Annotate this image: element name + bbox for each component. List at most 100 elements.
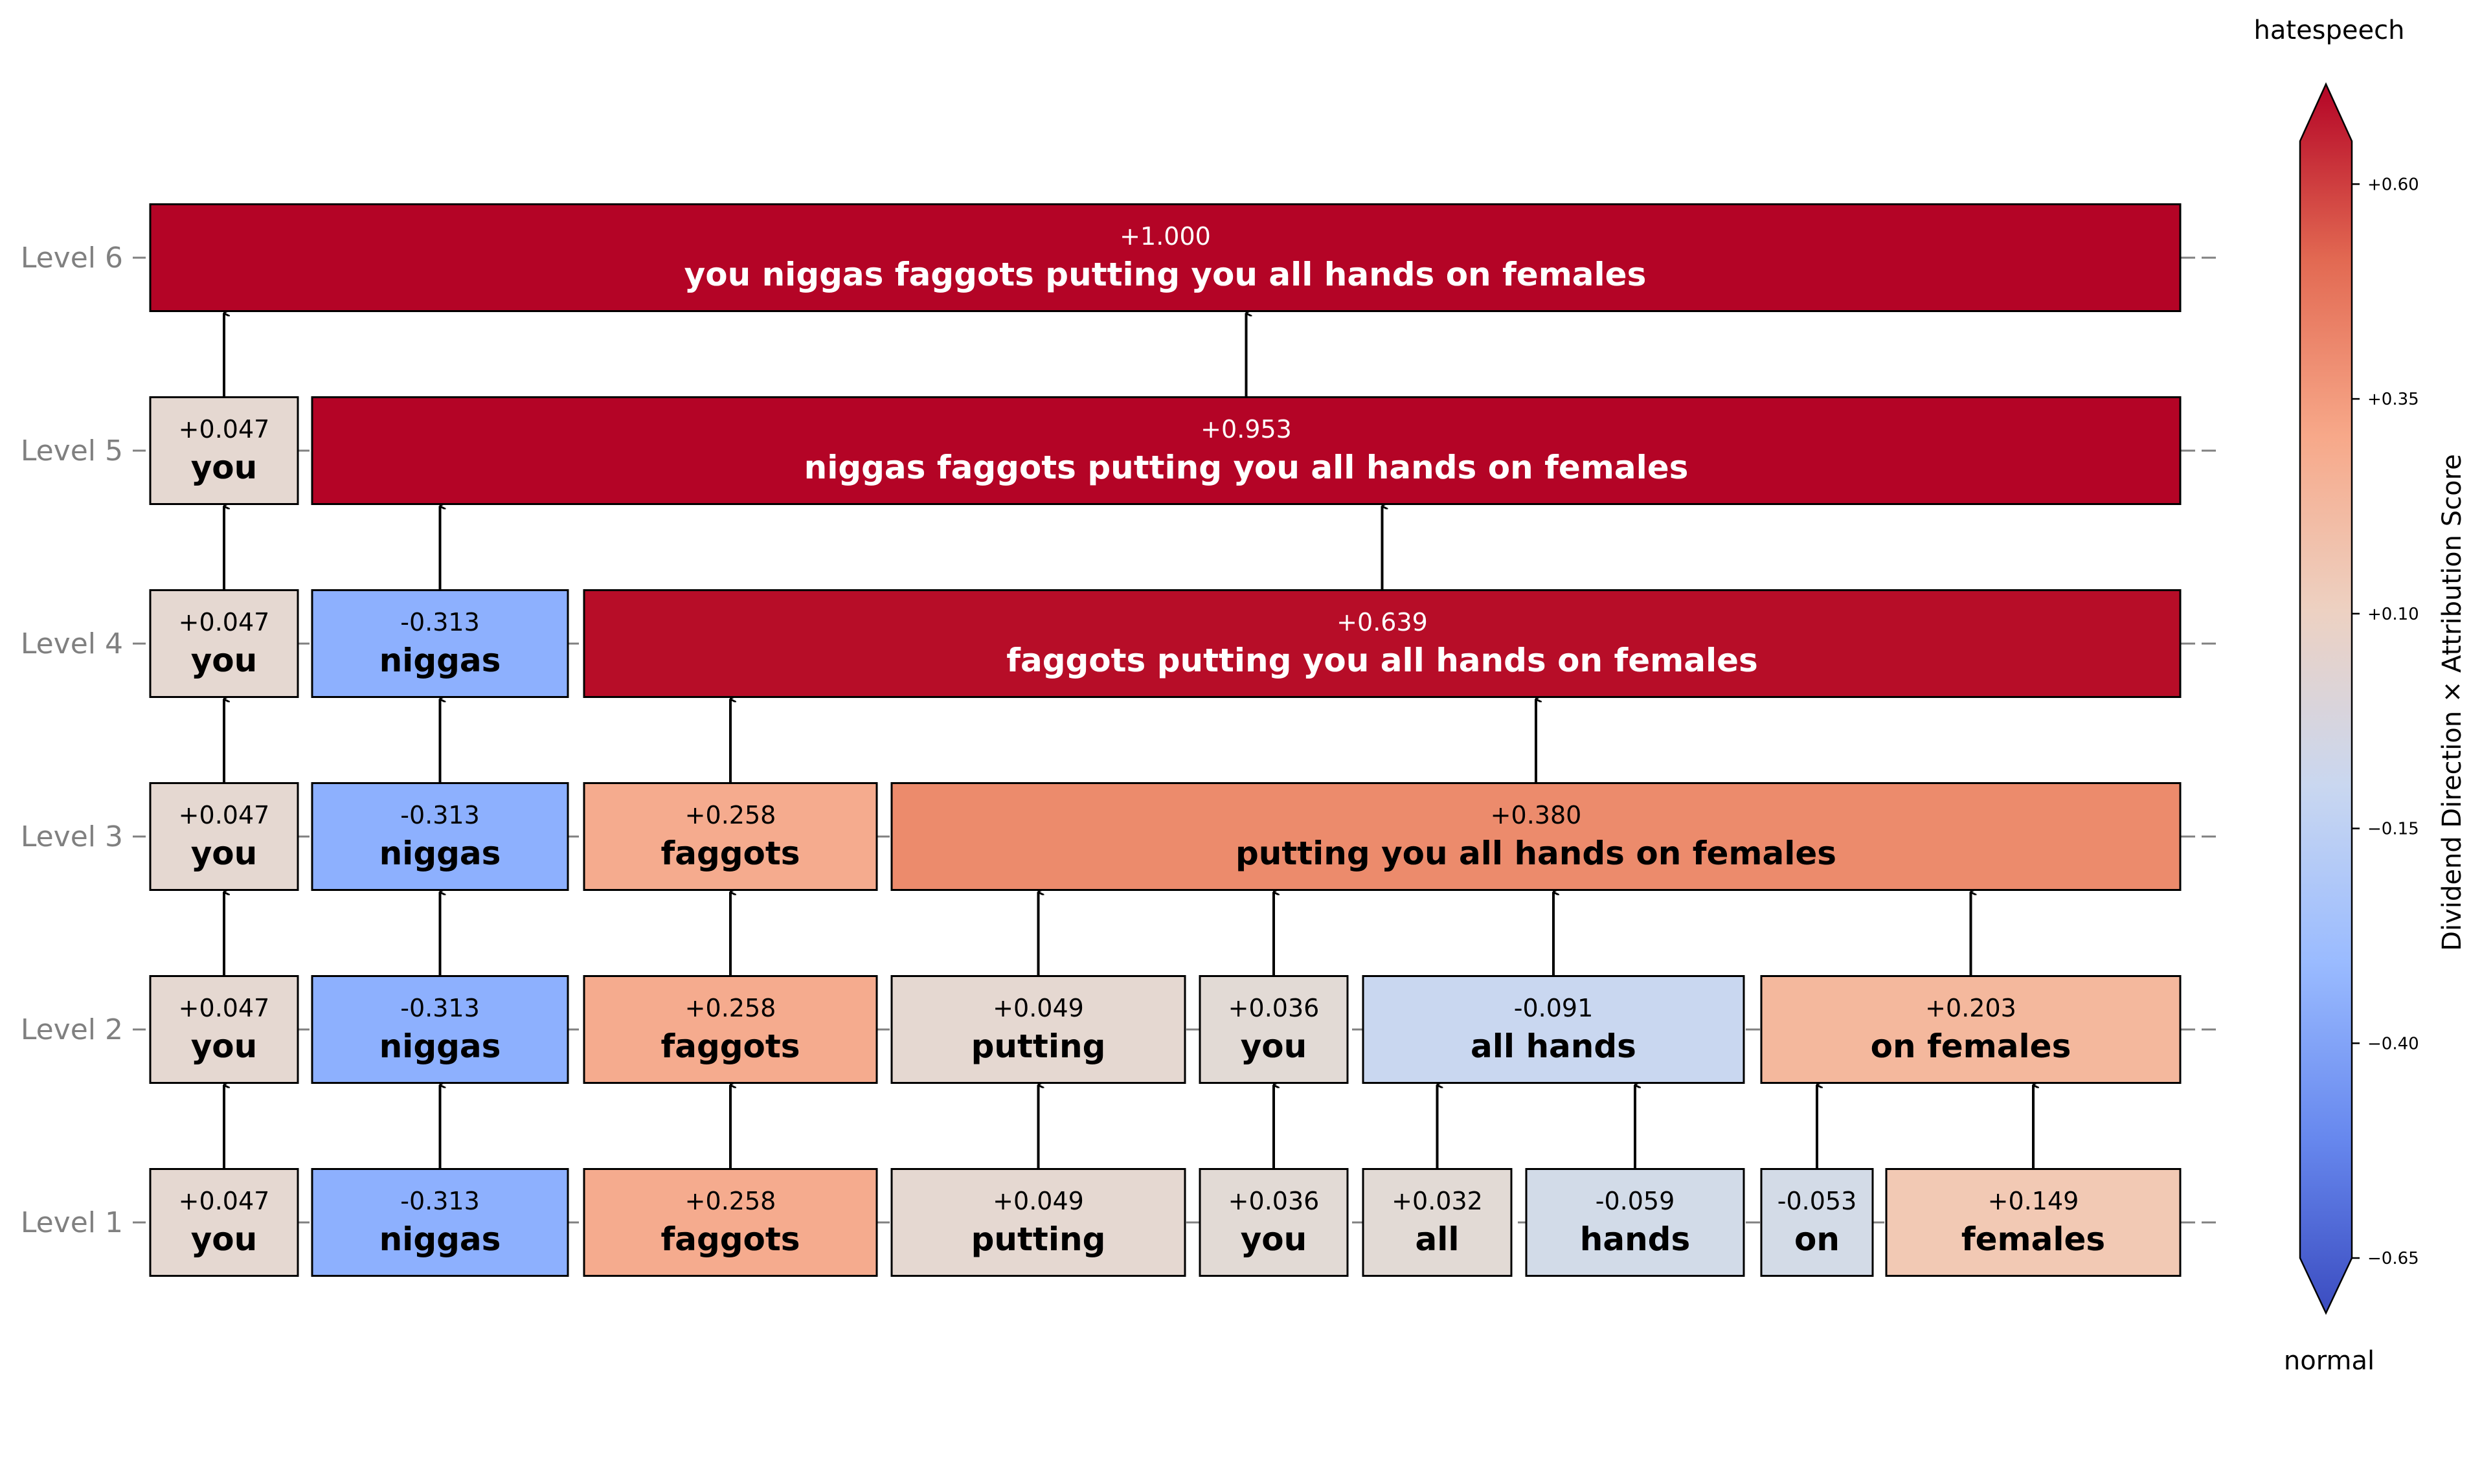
node-rect xyxy=(583,589,2182,698)
node-text: faggots putting you all hands on females xyxy=(1006,642,1758,679)
node-score: +0.047 xyxy=(179,608,270,636)
node-score: -0.059 xyxy=(1596,1187,1675,1215)
node-box: +0.036 you xyxy=(1199,975,1349,1084)
colorbar-tick-label: −0.65 xyxy=(2367,1249,2419,1268)
level-label: Level 6 xyxy=(21,242,123,275)
node-box: -0.091 all hands xyxy=(1362,975,1745,1084)
node-score: +0.049 xyxy=(993,1187,1084,1215)
node-score: +1.000 xyxy=(1120,222,1211,251)
node-rect xyxy=(890,1168,1186,1277)
node-score: +0.953 xyxy=(1201,415,1292,444)
colorbar-tick-label: −0.15 xyxy=(2367,820,2419,839)
node-score: +0.047 xyxy=(179,994,270,1022)
node-rect xyxy=(311,975,569,1084)
node-rect xyxy=(149,589,299,698)
colorbar-bottom-label: normal xyxy=(2284,1346,2375,1376)
node-rect xyxy=(1199,975,1349,1084)
node-text: on xyxy=(1794,1220,1840,1258)
node-text: you xyxy=(1241,1220,1307,1258)
node-score: +0.203 xyxy=(1925,994,2016,1022)
colorbar-tick-label: −0.40 xyxy=(2367,1034,2419,1053)
node-rect xyxy=(149,1168,299,1277)
node-score: +0.047 xyxy=(179,1187,270,1215)
node-box: +0.036 you xyxy=(1199,1168,1349,1277)
colorbar-axis-label: Dividend Direction × Attribution Score xyxy=(2437,454,2467,951)
node-text: you xyxy=(191,449,258,486)
node-box: +0.047 you xyxy=(149,1168,299,1277)
node-rect xyxy=(1885,1168,2182,1277)
node-score: -0.313 xyxy=(400,801,480,829)
node-score: -0.313 xyxy=(400,608,480,636)
node-score: +0.036 xyxy=(1228,1187,1320,1215)
node-rect xyxy=(890,975,1186,1084)
node-box: -0.059 hands xyxy=(1525,1168,1745,1277)
node-score: +0.047 xyxy=(179,415,270,444)
level-label: Level 5 xyxy=(21,434,123,467)
node-text: putting xyxy=(971,1028,1106,1065)
node-rect xyxy=(1362,975,1745,1084)
node-rect xyxy=(149,203,2182,312)
node-score: -0.313 xyxy=(400,994,480,1022)
node-score: +0.639 xyxy=(1337,608,1428,636)
node-rect xyxy=(1362,1168,1513,1277)
node-rect xyxy=(311,1168,569,1277)
level-label: Level 1 xyxy=(21,1206,123,1239)
node-score: -0.313 xyxy=(400,1187,480,1215)
level-label: Level 4 xyxy=(21,627,123,660)
node-text: you xyxy=(191,835,258,872)
node-text: you xyxy=(191,642,258,679)
node-text: females xyxy=(1961,1220,2105,1258)
node-rect xyxy=(311,589,569,698)
colorbar-ticks: +0.60 +0.35 +0.10 −0.15 −0.40 −0.65 xyxy=(2352,175,2419,1268)
node-score: +0.049 xyxy=(993,994,1084,1022)
colorbar-tick-label: +0.10 xyxy=(2367,605,2419,624)
node-score: +0.258 xyxy=(685,801,776,829)
node-rect xyxy=(149,782,299,891)
node-text: all xyxy=(1415,1220,1459,1258)
node-text: all hands xyxy=(1471,1028,1636,1065)
node-text: you xyxy=(1241,1028,1307,1065)
node-rect xyxy=(149,396,299,505)
node-text: faggots xyxy=(660,1220,800,1258)
node-rect xyxy=(149,975,299,1084)
node-box: -0.053 on xyxy=(1760,1168,1874,1277)
node-text: hands xyxy=(1580,1220,1690,1258)
node-score: -0.053 xyxy=(1777,1187,1857,1215)
level-label: Level 3 xyxy=(21,820,123,853)
node-text: niggas xyxy=(379,1220,501,1258)
node-text: faggots xyxy=(660,1028,800,1065)
colorbar-tick-label: +0.35 xyxy=(2367,390,2419,409)
colorbar-top-label: hatespeech xyxy=(2254,16,2405,45)
node-rect xyxy=(583,782,878,891)
node-score: +0.380 xyxy=(1491,801,1582,829)
node-score: +0.258 xyxy=(685,994,776,1022)
node-text: niggas xyxy=(379,835,501,872)
node-box: +0.047 you xyxy=(149,782,299,891)
level-label: Level 2 xyxy=(21,1013,123,1046)
node-box: +0.047 you xyxy=(149,589,299,698)
node-rect xyxy=(1760,975,2182,1084)
levels-layer: Level 1 Level 2 Level 3 Level 4 Level 5 Level… xyxy=(21,242,2218,1239)
colorbar-tick-label: +0.60 xyxy=(2367,175,2419,194)
node-rect xyxy=(890,782,2182,891)
node-box: +0.032 all xyxy=(1362,1168,1513,1277)
node-text: niggas xyxy=(379,642,501,679)
node-score: -0.091 xyxy=(1514,994,1594,1022)
node-text: you xyxy=(191,1028,258,1065)
node-text: you xyxy=(191,1220,258,1258)
node-score: +0.149 xyxy=(1988,1187,2079,1215)
node-box: +0.049 putting xyxy=(890,975,1186,1084)
arrows-layer xyxy=(223,313,2033,1169)
node-text: on females xyxy=(1871,1028,2071,1065)
node-rect xyxy=(583,975,878,1084)
node-rect xyxy=(1525,1168,1745,1277)
colorbar: +0.60 +0.35 +0.10 −0.15 −0.40 −0.65 hatespeec… xyxy=(2254,16,2467,1376)
node-score: +0.032 xyxy=(1392,1187,1483,1215)
node-score: +0.036 xyxy=(1228,994,1320,1022)
node-rect xyxy=(311,782,569,891)
node-score: +0.047 xyxy=(179,801,270,829)
